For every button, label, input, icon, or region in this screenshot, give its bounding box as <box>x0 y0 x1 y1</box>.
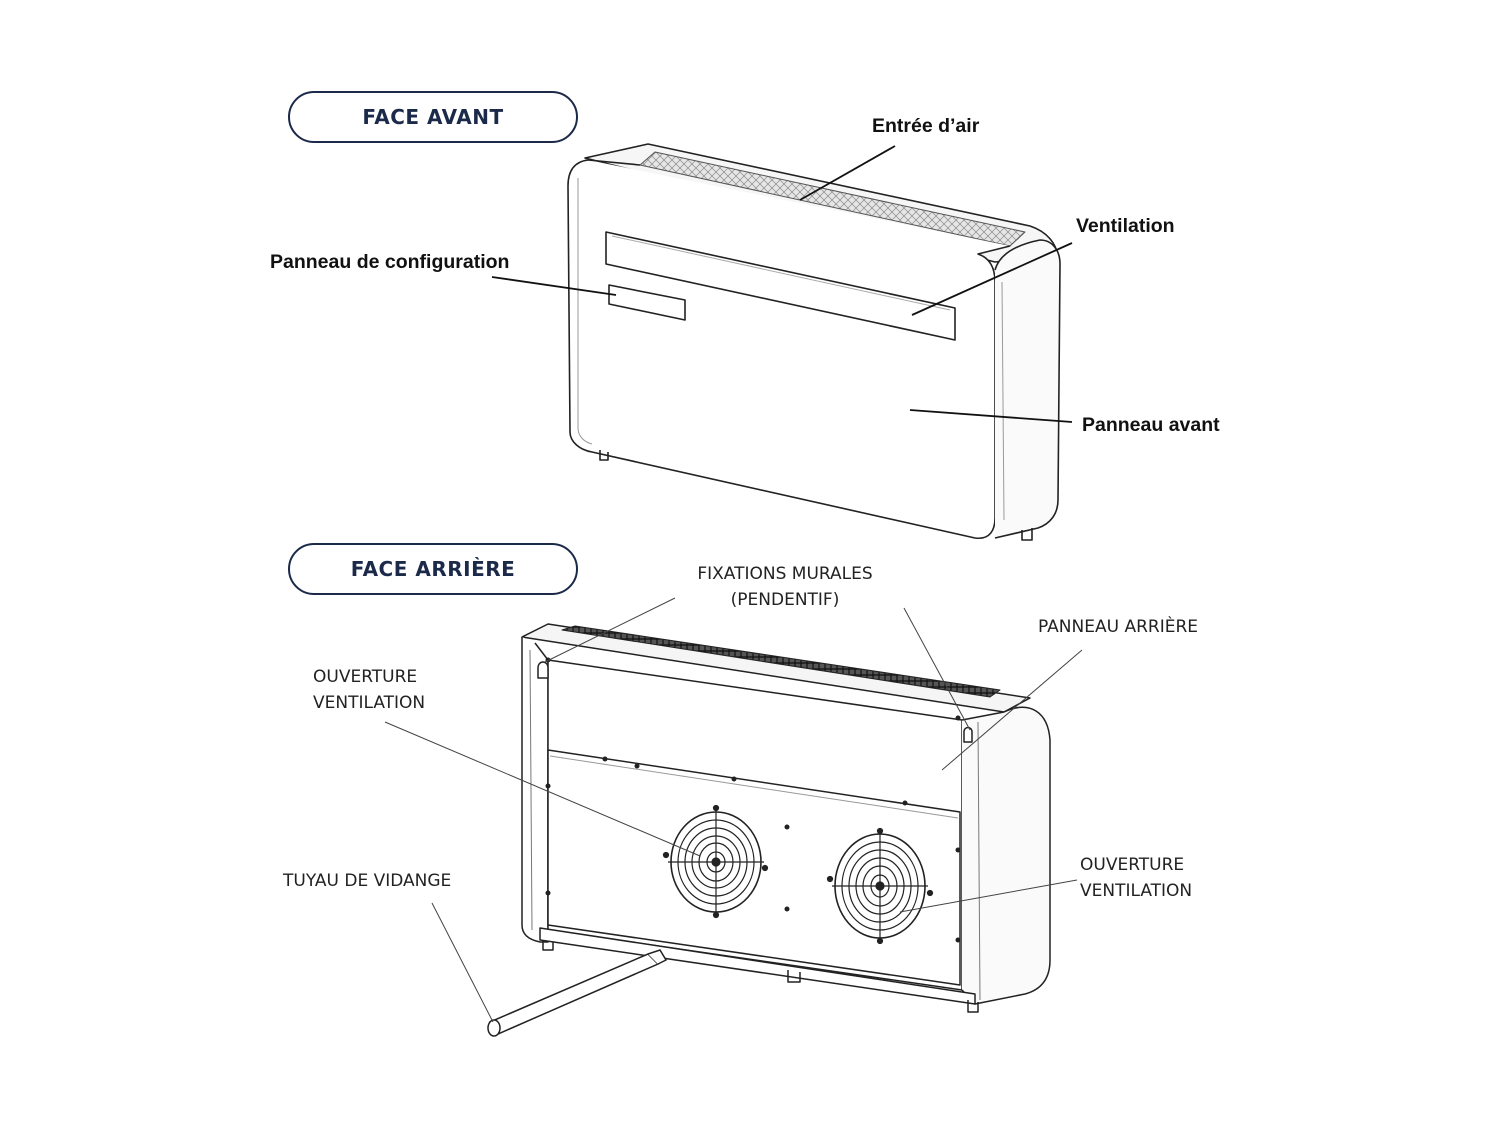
label-wall-mounts-line2: (PENDENTIF) <box>730 590 840 610</box>
label-front-panel: Panneau avant <box>1082 414 1220 436</box>
label-vent-opening-left: OUVERTURE VENTILATION <box>313 664 425 716</box>
label-vent-opening-right-line1: OUVERTURE <box>1080 855 1185 875</box>
rear-leader-lines <box>384 597 1083 1023</box>
label-wall-mounts-line1: FIXATIONS MURALES <box>697 564 873 584</box>
section-title-rear: FACE ARRIÈRE <box>288 543 578 595</box>
label-wall-mounts: FIXATIONS MURALES (PENDENTIF) <box>690 561 880 613</box>
config-panel-shape <box>608 284 686 321</box>
rear-unit <box>521 623 1051 1013</box>
label-config-panel: Panneau de configuration <box>270 251 510 273</box>
left-fan <box>662 804 769 919</box>
label-vent-opening-left-line2: VENTILATION <box>313 693 426 713</box>
drain-pipe <box>487 949 668 1037</box>
front-leader-lines <box>491 145 1073 423</box>
label-air-inlet: Entrée d’air <box>872 115 980 137</box>
label-drain-pipe: TUYAU DE VIDANGE <box>283 871 452 891</box>
label-vent-opening-left-line1: OUVERTURE <box>313 667 418 687</box>
section-title-front: FACE AVANT <box>288 91 578 143</box>
label-vent-opening-right-line2: VENTILATION <box>1080 881 1193 901</box>
top-grille <box>639 151 1026 247</box>
rear-screws <box>545 657 961 943</box>
front-unit <box>567 143 1061 541</box>
label-vent-opening-right: OUVERTURE VENTILATION <box>1080 852 1192 904</box>
rear-top-grille <box>561 625 1001 698</box>
front-ventilation-slot <box>605 231 956 341</box>
label-ventilation: Ventilation <box>1076 215 1175 237</box>
label-rear-panel: PANNEAU ARRIÈRE <box>1038 617 1199 637</box>
